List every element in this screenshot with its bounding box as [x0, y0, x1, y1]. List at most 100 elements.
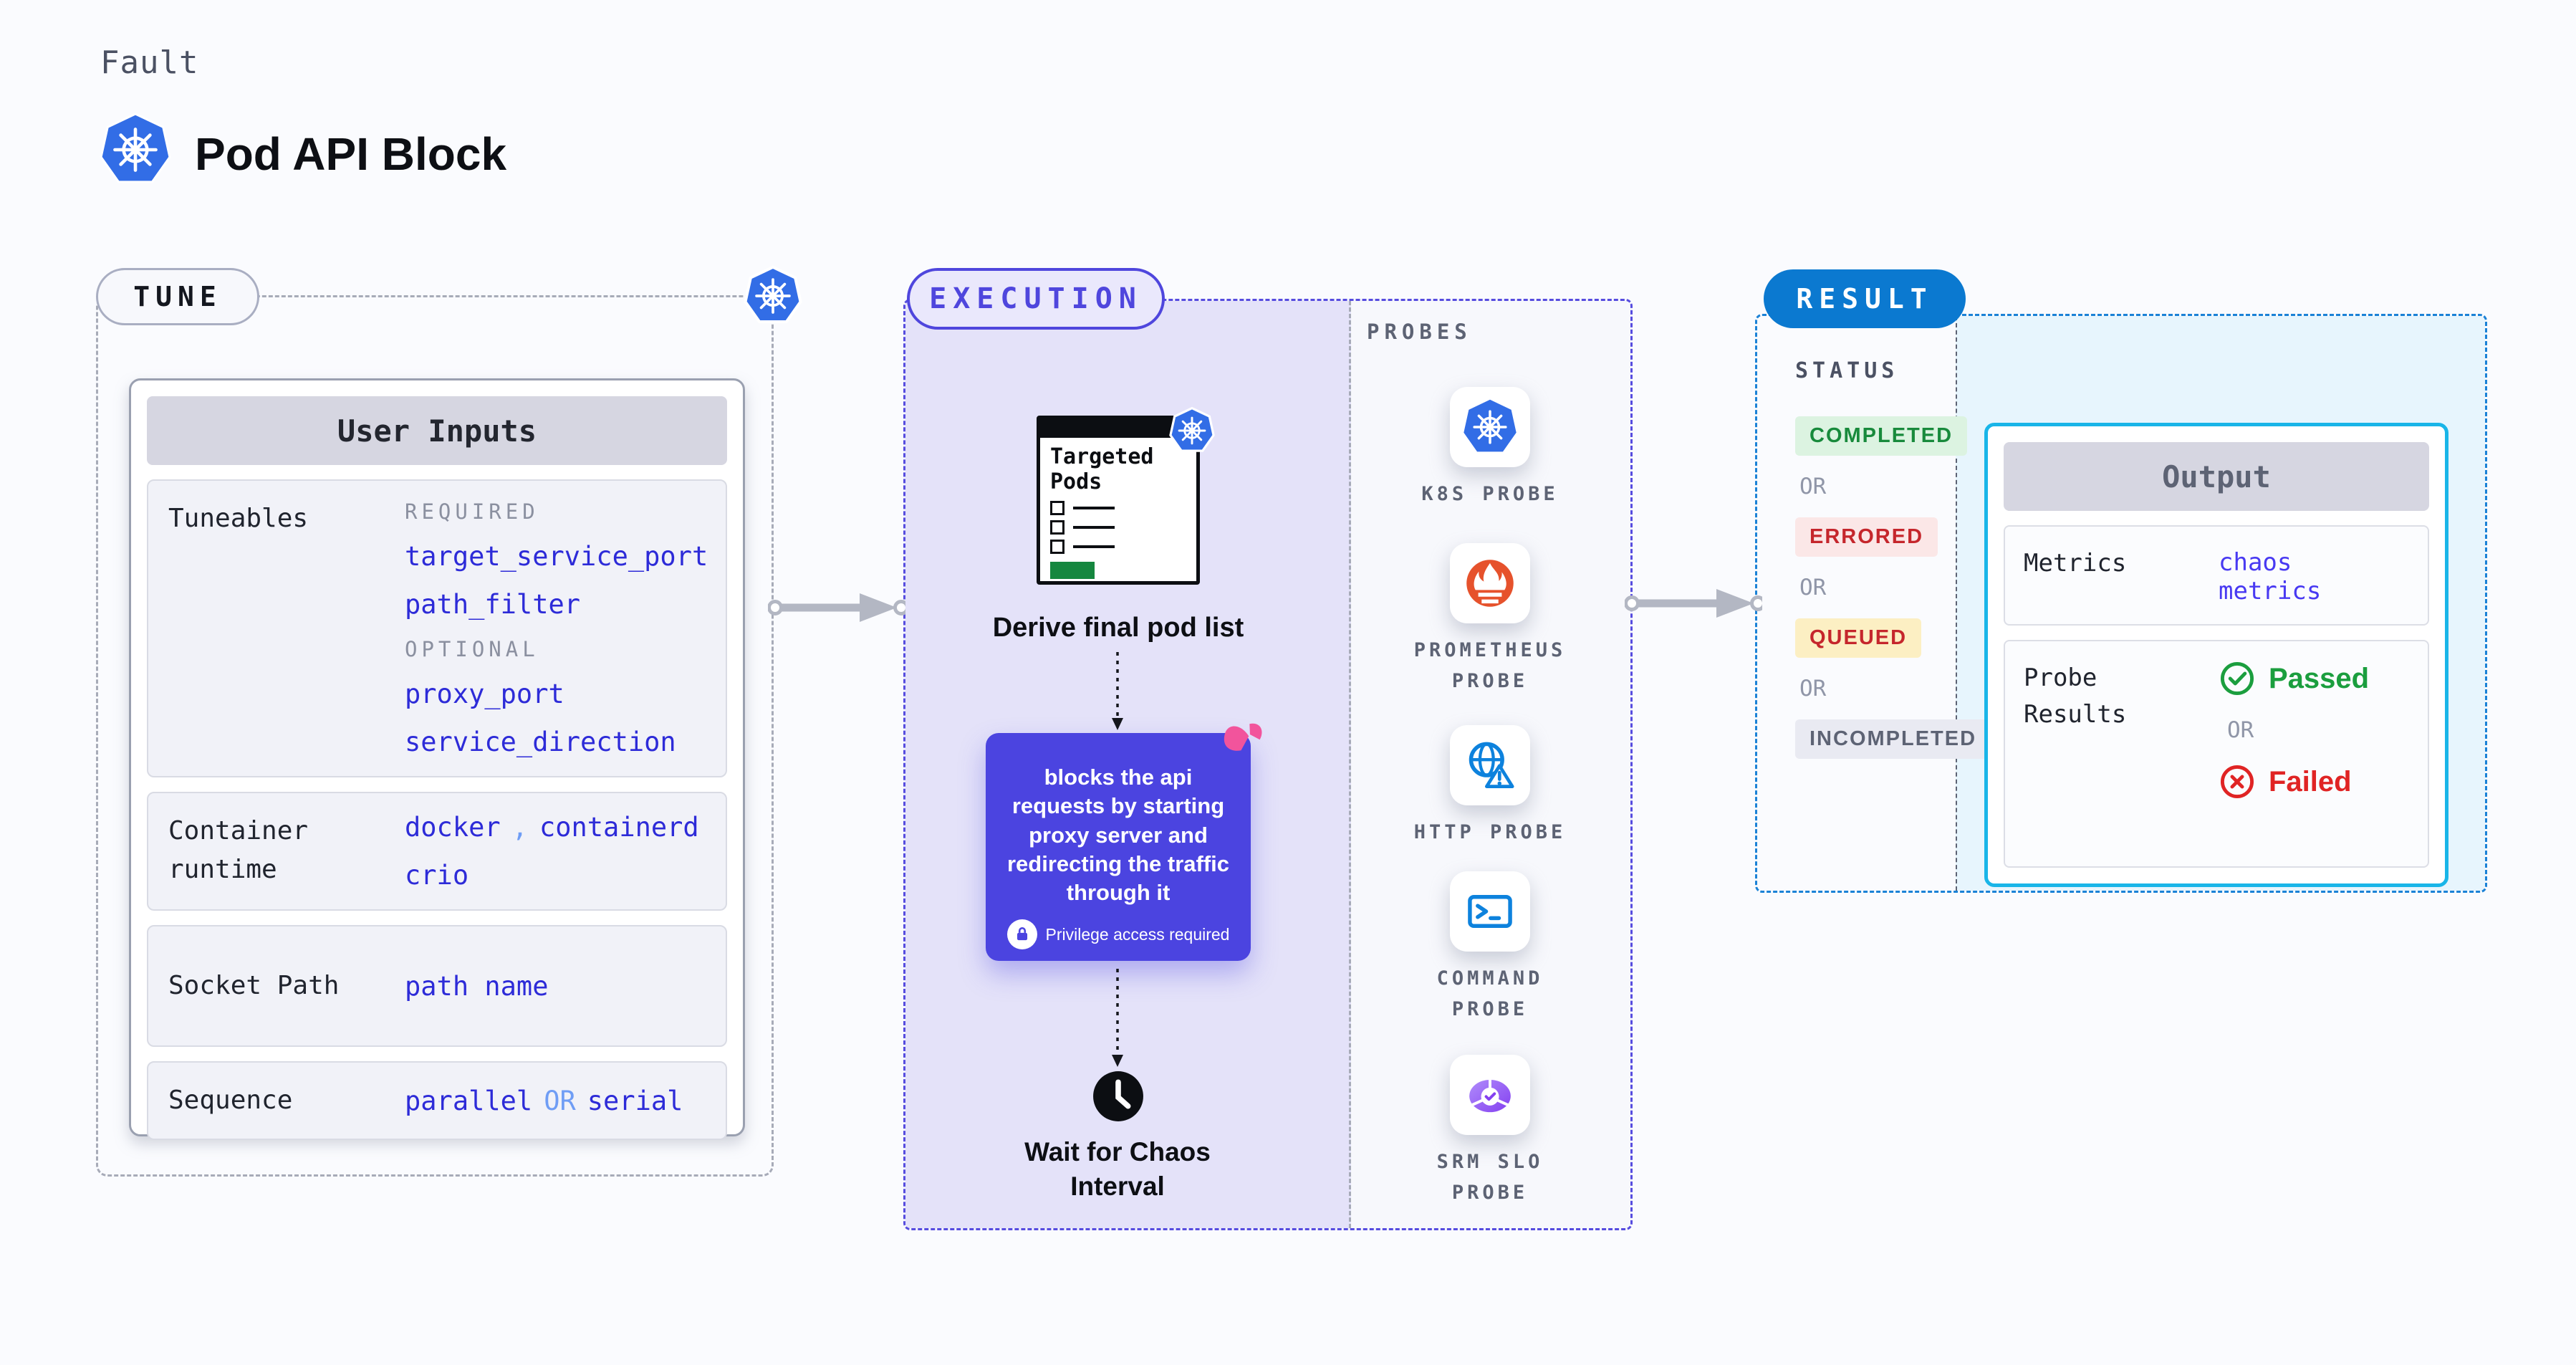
probe-card — [1450, 725, 1530, 805]
status-badge-incompleted: INCOMPLETED — [1795, 719, 1991, 759]
dotted-arrow-down-icon — [1112, 652, 1123, 730]
pod-list-item — [1040, 535, 1196, 554]
probe-item-k8s: K8S PROBE — [1383, 387, 1597, 509]
metrics-value: chaos metrics — [2219, 548, 2322, 605]
checkbox-icon — [1050, 540, 1064, 554]
probe-results-values: Passed OR Failed — [2219, 660, 2369, 800]
green-progress-bar — [1050, 562, 1095, 579]
targeted-pods-title: Targeted Pods — [1050, 444, 1154, 494]
param-target-service-port: target_service_port — [405, 541, 708, 572]
status-column: STATUS COMPLETED OR ERRORED OR QUEUED OR… — [1795, 358, 1991, 759]
privilege-note-text: Privilege access required — [1045, 924, 1230, 944]
probes-heading: PROBES — [1367, 320, 1472, 344]
probe-label: COMMAND PROBE — [1436, 967, 1544, 1021]
probe-item-srm-slo: SRM SLO PROBE — [1383, 1055, 1597, 1208]
fault-action-description: blocks the api requests by starting prox… — [1006, 765, 1230, 906]
pod-list-item — [1040, 496, 1196, 515]
container-runtime-row: Container runtime docker , containerd cr… — [147, 792, 727, 911]
tune-panel — [96, 295, 774, 1177]
chaos-pinwheel-icon — [1224, 723, 1262, 751]
or-separator: OR — [2227, 717, 2254, 743]
check-circle-icon — [2220, 661, 2254, 696]
sequence-parallel: parallel — [405, 1085, 533, 1116]
probe-item-http: HTTP PROBE — [1383, 725, 1597, 848]
derive-pod-list-label: Derive final pod list — [992, 613, 1244, 643]
required-label: REQUIRED — [405, 499, 539, 524]
or-separator: OR — [1799, 575, 1827, 600]
tuneables-label: Tuneables — [168, 504, 309, 533]
sequence-serial: serial — [587, 1085, 683, 1116]
kubernetes-icon — [744, 265, 802, 324]
lock-icon — [1006, 919, 1037, 949]
probe-card — [1450, 387, 1530, 467]
user-inputs-card: User Inputs Tuneables REQUIRED target_se… — [129, 378, 745, 1140]
runtime-docker: docker — [405, 812, 501, 843]
status-badge-completed: COMPLETED — [1795, 416, 1968, 456]
tuneables-values: REQUIRED target_service_port path_filter… — [405, 499, 708, 757]
checkbox-icon — [1050, 501, 1064, 515]
status-heading: STATUS — [1795, 358, 1899, 383]
metrics-label: Metrics — [2024, 549, 2127, 578]
probe-label: HTTP PROBE — [1413, 821, 1567, 843]
execution-badge: EXECUTION — [907, 268, 1165, 330]
failed-label: Failed — [2269, 765, 2352, 798]
probe-card — [1450, 1055, 1530, 1135]
terminal-icon — [1468, 894, 1512, 929]
fault-kicker: Fault — [100, 44, 199, 81]
sequence-label: Sequence — [168, 1086, 293, 1115]
runtime-comma: , — [511, 812, 528, 843]
runtime-containerd: containerd — [539, 812, 699, 843]
http-globe-icon — [1469, 742, 1514, 788]
page-title: Pod API Block — [195, 128, 507, 180]
probe-results-label: Probe Results — [2024, 664, 2127, 729]
probe-item-command: COMMAND PROBE — [1383, 871, 1597, 1025]
passed-label: Passed — [2269, 662, 2370, 694]
socket-path-label: Socket Path — [168, 971, 340, 1000]
param-service-direction: service_direction — [405, 727, 676, 757]
privilege-note: Privilege access required — [986, 919, 1251, 949]
status-badge-queued: QUEUED — [1795, 618, 1922, 658]
pod-list-item — [1040, 515, 1196, 535]
status-badge-errored: ERRORED — [1795, 517, 1938, 557]
socket-path-row: Socket Path path name — [147, 925, 727, 1047]
passed-line: Passed — [2219, 660, 2369, 697]
metrics-row: Metrics chaos metrics — [2004, 525, 2429, 626]
result-badge: RESULT — [1764, 269, 1966, 328]
prometheus-icon — [1466, 560, 1514, 607]
probe-results-row: Probe Results Passed OR Failed — [2004, 640, 2429, 868]
sequence-or: OR — [544, 1085, 576, 1116]
tuneables-row: Tuneables REQUIRED target_service_port p… — [147, 479, 727, 777]
sequence-row: Sequence parallel OR serial — [147, 1061, 727, 1140]
probe-label: PROMETHEUS PROBE — [1413, 639, 1567, 693]
list-line — [1073, 526, 1115, 529]
optional-label: OPTIONAL — [405, 637, 539, 661]
list-line — [1073, 507, 1115, 509]
probe-label: K8S PROBE — [1421, 483, 1559, 505]
slo-pie-icon — [1469, 1079, 1511, 1113]
kubernetes-icon — [1169, 407, 1215, 452]
or-separator: OR — [1799, 676, 1827, 701]
output-card: Output Metrics chaos metrics Probe Resul… — [1984, 423, 2448, 887]
user-inputs-header: User Inputs — [147, 396, 727, 465]
runtime-crio: crio — [405, 860, 469, 891]
kubernetes-logo-icon — [100, 112, 171, 183]
flow-arrow-execution-to-result — [1625, 589, 1762, 618]
param-path-filter: path_filter — [405, 589, 581, 620]
failed-line: Failed — [2219, 763, 2369, 800]
wait-chaos-interval-label: Wait for Chaos Interval — [1024, 1137, 1211, 1202]
socket-path-value: path name — [405, 970, 549, 1002]
tune-badge: TUNE — [96, 268, 259, 325]
probe-label: SRM SLO PROBE — [1436, 1151, 1544, 1204]
flow-arrow-tune-to-execution — [768, 593, 905, 622]
probe-card — [1450, 543, 1530, 623]
probe-item-prometheus: PROMETHEUS PROBE — [1383, 543, 1597, 696]
or-separator: OR — [1799, 474, 1827, 499]
targeted-pods-document: Targeted Pods — [1037, 416, 1200, 585]
fault-action-box: blocks the api requests by starting prox… — [986, 723, 1262, 961]
container-runtime-label: Container runtime — [168, 816, 309, 884]
x-circle-icon — [2220, 765, 2254, 799]
param-proxy-port: proxy_port — [405, 679, 564, 709]
dotted-arrow-down-icon — [1112, 969, 1123, 1067]
output-header: Output — [2004, 442, 2429, 511]
